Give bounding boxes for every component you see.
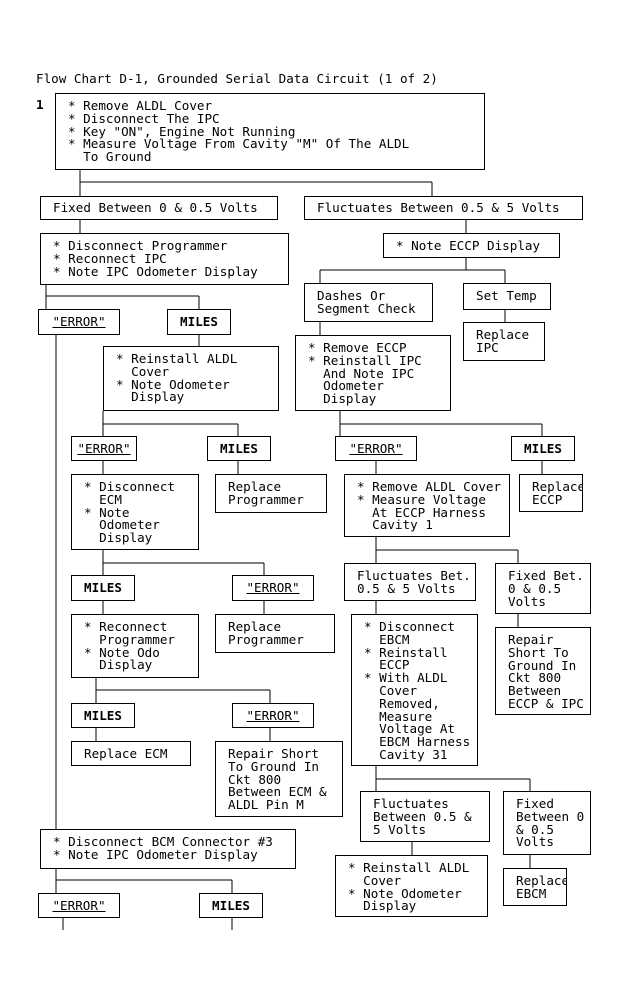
start-instructions: * Remove ALDL Cover * Disconnect The IPC…: [55, 93, 485, 170]
remove-eccp-reinstall-ipc: * Remove ECCP * Reinstall IPC And Note I…: [295, 335, 451, 411]
replace-ipc: Replace IPC: [463, 322, 545, 361]
chart-title: Flow Chart D-1, Grounded Serial Data Cir…: [36, 71, 438, 86]
fixed-bet-0-0.5-volts: Fixed Bet. 0 & 0.5 Volts: [495, 563, 591, 614]
disconnect-bcm-connector-3: * Disconnect BCM Connector #3 * Note IPC…: [40, 829, 296, 869]
replace-ebcm: Replace EBCM: [503, 868, 567, 906]
reinstall-aldl-note-odometer-1: * Reinstall ALDL Cover * Note Odometer D…: [103, 346, 279, 411]
set-temp: Set Temp: [463, 283, 551, 310]
replace-programmer-2: Replace Programmer: [215, 614, 335, 653]
repair-short-eccp-ipc: Repair Short To Ground In Ckt 800 Betwee…: [495, 627, 591, 715]
error-result-5: "ERROR": [232, 703, 314, 728]
replace-eccp: Replace ECCP: [519, 474, 583, 512]
miles-result-6: MILES: [199, 893, 263, 918]
error-result-6: "ERROR": [38, 893, 120, 918]
fluctuates-bet-0.5-5-volts: Fluctuates Bet. 0.5 & 5 Volts: [344, 563, 476, 601]
error-result-3: "ERROR": [232, 575, 314, 601]
miles-result-5: MILES: [71, 703, 135, 728]
error-result-1: "ERROR": [38, 309, 120, 335]
fluctuates-0.5-5-volts: Fluctuates Between 0.5 & 5 Volts: [304, 196, 583, 220]
repair-short-ecm-aldl: Repair Short To Ground In Ckt 800 Betwee…: [215, 741, 343, 817]
replace-ecm: Replace ECM: [71, 741, 191, 766]
error-result-2: "ERROR": [71, 436, 137, 461]
fixed-0-0.5-volts: Fixed Between 0 & 0.5 Volts: [40, 196, 278, 220]
miles-result-eccp: MILES: [511, 436, 575, 461]
disconnect-ecm-note-odometer: * Disconnect ECM * Note Odometer Display: [71, 474, 199, 550]
miles-result-3: MILES: [71, 575, 135, 601]
dashes-or-segment-check: Dashes Or Segment Check: [304, 283, 433, 322]
remove-aldl-measure-eccp: * Remove ALDL Cover * Measure Voltage At…: [344, 474, 510, 537]
replace-programmer-1: Replace Programmer: [215, 474, 327, 513]
fluctuates-between-0.5-5-volts: Fluctuates Between 0.5 & 5 Volts: [360, 791, 490, 842]
miles-result-2: MILES: [207, 436, 271, 461]
miles-result-1: MILES: [167, 309, 231, 335]
note-eccp-display: * Note ECCP Display: [383, 233, 560, 258]
reconnect-programmer-note-odo: * Reconnect Programmer * Note Odo Displa…: [71, 614, 199, 678]
step-number: 1: [36, 97, 44, 112]
fixed-between-0-0.5-volts: Fixed Between 0 & 0.5 Volts: [503, 791, 591, 855]
reinstall-aldl-note-odometer-2: * Reinstall ALDL Cover * Note Odometer D…: [335, 855, 488, 917]
error-result-eccp: "ERROR": [335, 436, 417, 461]
disconnect-ebcm-measure-voltage: * Disconnect EBCM * Reinstall ECCP * Wit…: [351, 614, 478, 766]
disconnect-programmer-instructions: * Disconnect Programmer * Reconnect IPC …: [40, 233, 289, 285]
